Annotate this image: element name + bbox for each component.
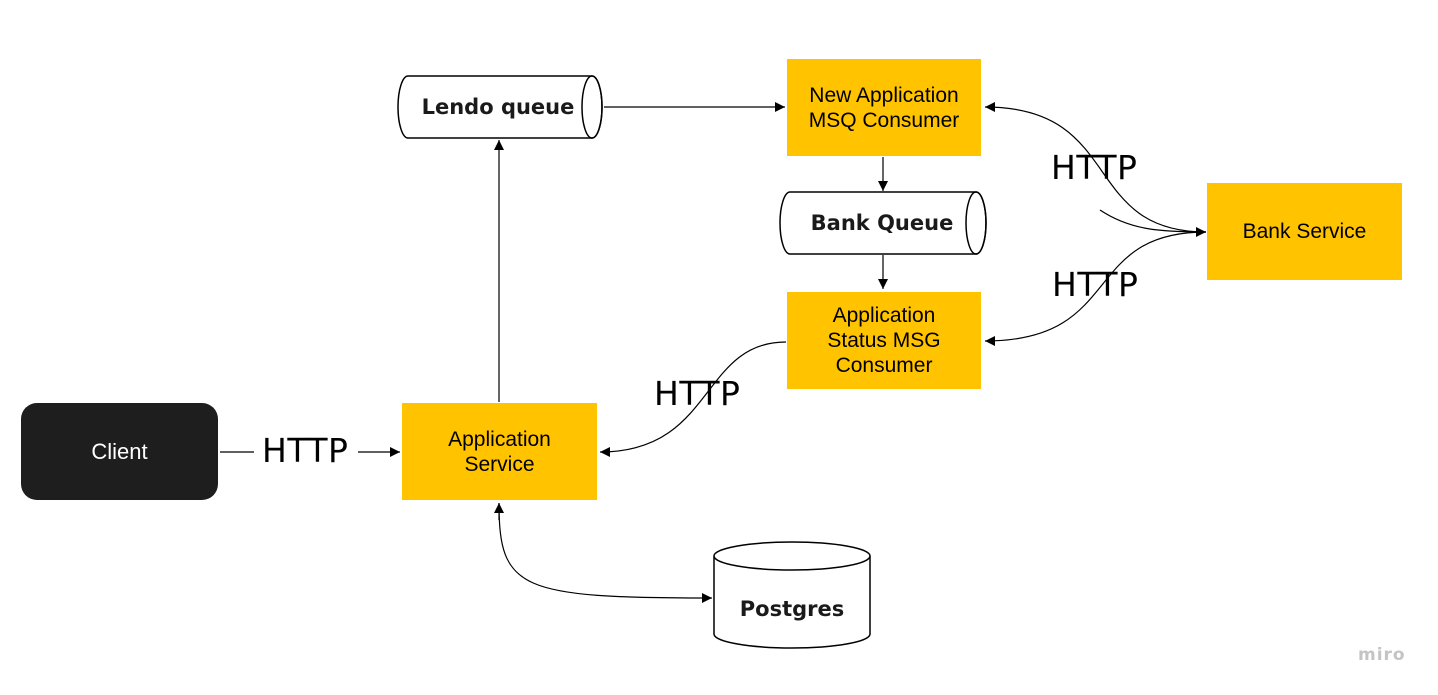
http-label-bank-status: HTTP [1052, 265, 1139, 304]
http-label-status-app: HTTP [654, 374, 741, 413]
new-application-consumer-label: New Application MSQ Consumer [808, 83, 960, 132]
new-application-consumer-node[interactable]: New Application MSQ Consumer [787, 59, 981, 156]
postgres-label: Postgres [739, 597, 845, 621]
edge-app-postgres [498, 502, 713, 603]
application-service-node[interactable]: Application Service [402, 403, 597, 500]
edge-bank-status [984, 231, 1207, 346]
bank-queue-cylinder[interactable] [779, 191, 987, 255]
bank-service-node[interactable]: Bank Service [1207, 183, 1402, 280]
edge-newapp-bank [1099, 209, 1207, 237]
edge-bank-newapp [984, 102, 1207, 233]
application-status-consumer-node[interactable]: Application Status MSG Consumer [787, 292, 981, 389]
lendo-queue-cylinder[interactable] [397, 75, 603, 139]
http-label-bank-newapp: HTTP [1051, 148, 1138, 187]
bank-service-label: Bank Service [1242, 220, 1367, 243]
edge-status-app [599, 341, 787, 457]
client-node[interactable]: Client [21, 403, 218, 500]
miro-watermark: miro [1358, 645, 1406, 665]
lendo-queue-label: Lendo queue [421, 95, 575, 119]
client-label: Client [91, 438, 148, 464]
application-service-label: Application Service [448, 427, 551, 476]
http-label-client-app: HTTP [262, 431, 349, 470]
application-status-consumer-label: Application Status MSG Consumer [827, 304, 941, 377]
bank-queue-label: Bank Queue [810, 211, 954, 235]
postgres-cylinder[interactable] [713, 541, 871, 649]
